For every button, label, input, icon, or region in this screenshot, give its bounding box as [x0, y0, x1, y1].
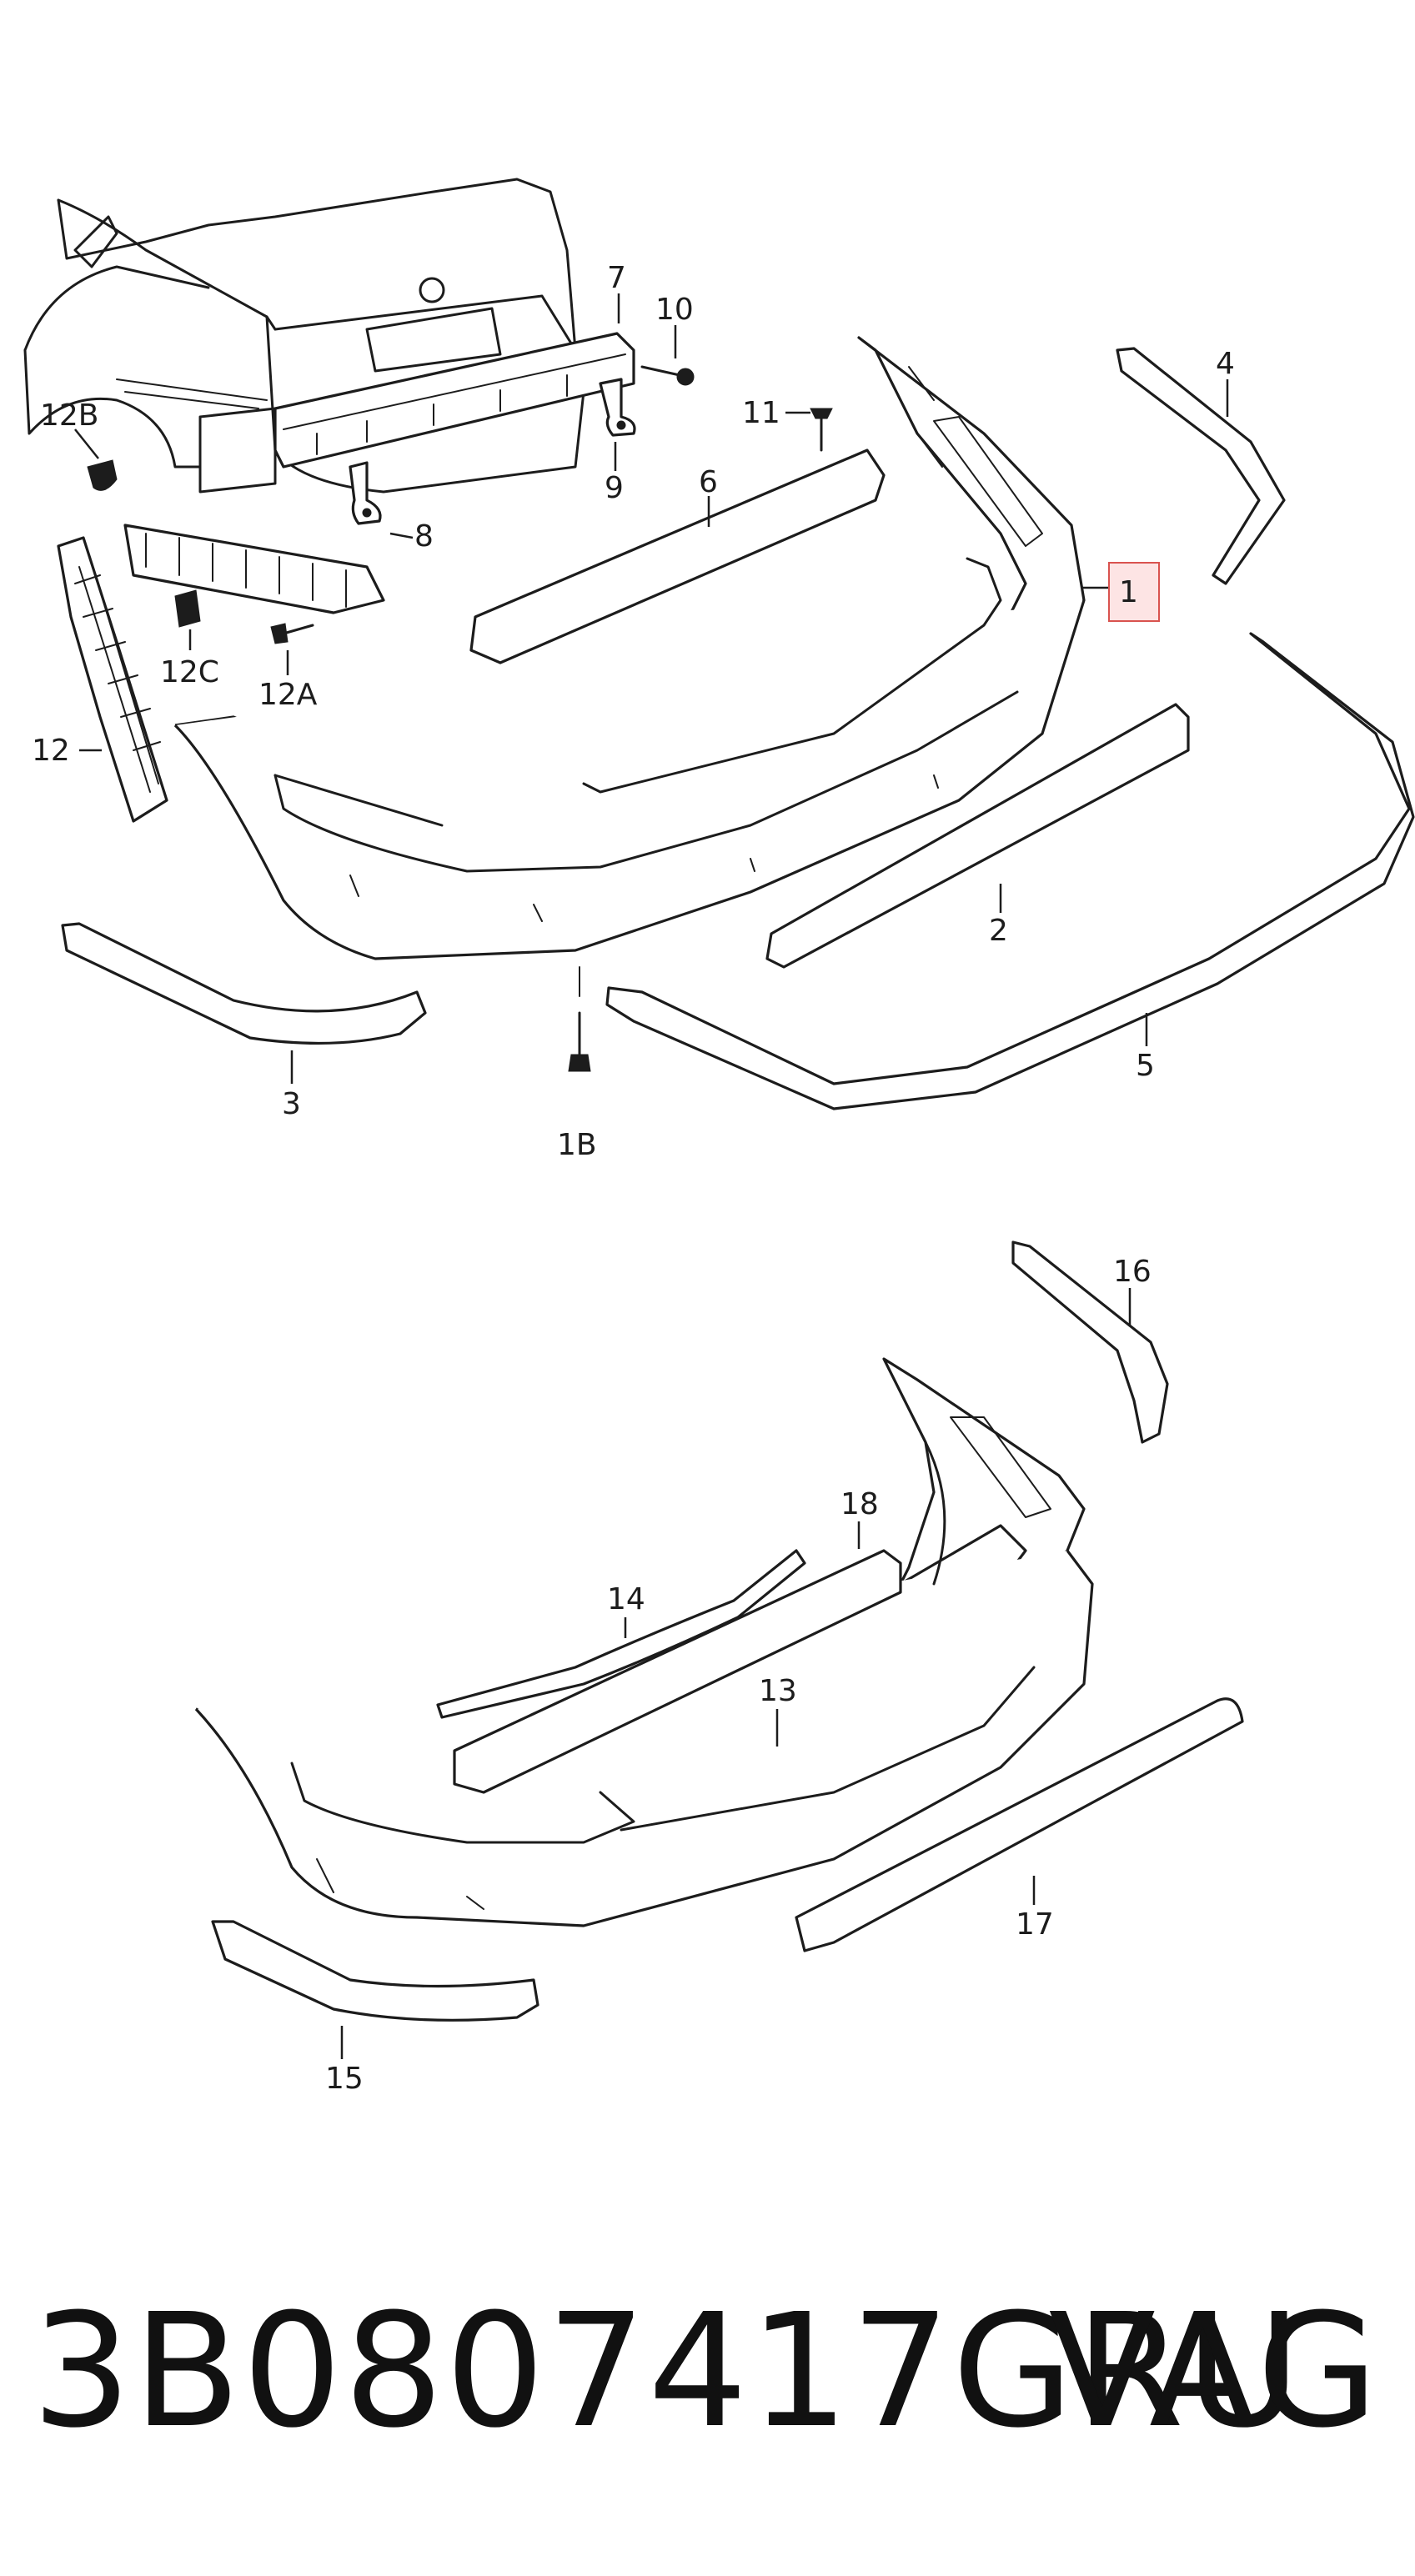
- callout-label: 1B: [557, 1128, 597, 1162]
- callout-label: 3: [282, 1087, 301, 1121]
- bracket-18: [453, 1549, 902, 1794]
- callout-label: 12B: [40, 398, 99, 433]
- trim-15: [211, 1920, 539, 2022]
- trim-16: [1011, 1240, 1169, 1444]
- clip-12c: [174, 589, 201, 628]
- callout-label: 1: [1119, 575, 1138, 609]
- callout-label: 5: [1136, 1049, 1155, 1083]
- callout-label: 18: [840, 1487, 879, 1521]
- guide-upper: [123, 524, 385, 614]
- callout-label: 11: [742, 396, 780, 430]
- callout-label: 7: [607, 261, 626, 295]
- callout-label: 13: [759, 1674, 797, 1708]
- callout-label: 12A: [258, 678, 318, 712]
- trim-6: [469, 449, 886, 664]
- bumper-cover-1: [173, 336, 1086, 960]
- callout-label: 8: [414, 519, 434, 554]
- callout-label: 9: [605, 471, 624, 505]
- trim-17: [795, 1697, 1244, 1952]
- clip-12b: [87, 459, 118, 491]
- screw-12a: [270, 623, 314, 644]
- callout-label: 14: [607, 1582, 645, 1616]
- rear-carrier: [273, 332, 635, 469]
- callout-1-highlight: [1108, 562, 1160, 622]
- bumper-cover-13: [194, 1357, 1094, 1927]
- callout-label: 16: [1113, 1255, 1152, 1289]
- screw-1b: [568, 966, 591, 1072]
- part-number: 3B0807417GRU: [32, 2280, 1302, 2463]
- trim-2: [765, 703, 1190, 969]
- leader-lines: [74, 293, 1229, 2059]
- trim-3: [61, 922, 427, 1045]
- callout-label: 2: [989, 914, 1008, 948]
- strip-14: [436, 1549, 806, 1719]
- callout-label: 10: [655, 293, 694, 327]
- trim-5: [605, 632, 1415, 1110]
- callout-label: 12C: [160, 655, 219, 689]
- callout-label: 12: [32, 734, 70, 768]
- bracket-8: [349, 461, 382, 525]
- guide-12: [57, 536, 168, 823]
- brand-label: VAG: [1048, 2280, 1382, 2463]
- screw-10: [640, 365, 695, 386]
- bracket-9: [599, 378, 636, 437]
- footer: 3B0807417GRU VAG: [0, 2284, 1415, 2459]
- screw-11: [810, 408, 833, 452]
- callout-labels: 7 10 12B 11 4 6 9 8 1 12C 12A 12 2 3 1B …: [32, 261, 1235, 2096]
- callout-label: 6: [699, 465, 718, 499]
- callout-label: 15: [325, 2062, 364, 2096]
- callout-label: 4: [1216, 347, 1235, 381]
- trim-4: [1116, 347, 1286, 585]
- callout-label: 17: [1016, 1907, 1054, 1942]
